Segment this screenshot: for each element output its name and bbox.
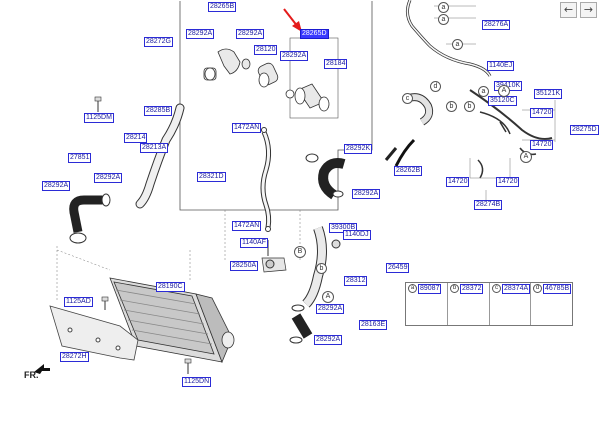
callout-28292A[interactable]: 28292A xyxy=(314,335,343,345)
callout-28321D[interactable]: 28321D xyxy=(197,172,226,182)
callout-28275D[interactable]: 28275D xyxy=(570,125,599,135)
callout-28120[interactable]: 28120 xyxy=(254,45,278,55)
callout-1125DM[interactable]: 1125DM xyxy=(84,113,114,123)
ref-marker-b: b xyxy=(446,101,457,112)
ref-marker-A: A xyxy=(322,291,334,303)
upper-hose-assembly xyxy=(203,48,330,112)
callout-1472AN[interactable]: 1472AN xyxy=(232,123,262,133)
callout-14720[interactable]: 14720 xyxy=(530,140,554,150)
legend-cell-a: a 89087 xyxy=(406,283,448,325)
callout-28250A[interactable]: 28250A xyxy=(230,261,259,271)
ref-marker-B: B xyxy=(294,246,306,258)
callout-28292A[interactable]: 28292A xyxy=(280,51,309,61)
forward-button[interactable]: → xyxy=(580,2,597,18)
group-frame xyxy=(179,1,373,211)
callout-28265B[interactable]: 28265B xyxy=(208,2,237,12)
legend-cell-d: d 46785B xyxy=(531,283,572,325)
ref-marker-d: d xyxy=(430,81,441,92)
legend-key: a xyxy=(408,284,417,293)
legend-cell-b: b 28372 xyxy=(448,283,490,325)
lower-pipe xyxy=(303,226,326,307)
callout-14720[interactable]: 14720 xyxy=(530,108,554,118)
callout-1472AN[interactable]: 1472AN xyxy=(232,221,262,231)
ref-marker-A: A xyxy=(520,151,532,163)
vacuum-line xyxy=(406,0,491,77)
ref-marker-a: a xyxy=(438,14,449,25)
orientation-text: FR. xyxy=(24,370,39,380)
callout-28292A[interactable]: 28292A xyxy=(186,29,215,39)
front-orientation-label: FR. xyxy=(24,370,39,380)
ref-marker-b: b xyxy=(464,101,475,112)
callout-26459[interactable]: 26459 xyxy=(386,263,410,273)
callout-35121K[interactable]: 35121K xyxy=(534,89,563,99)
callout-28274B[interactable]: 28274B xyxy=(474,200,503,210)
callout-28184[interactable]: 28184 xyxy=(324,59,348,69)
callout-1140EJ[interactable]: 1140EJ xyxy=(487,61,515,71)
callout-14720[interactable]: 14720 xyxy=(446,177,470,187)
ref-marker-a: a xyxy=(438,2,449,13)
back-button[interactable]: ← xyxy=(560,2,577,18)
callout-28292A[interactable]: 28292A xyxy=(94,173,123,183)
legend-key: d xyxy=(533,284,542,293)
callout-28272G[interactable]: 28272G xyxy=(144,37,173,47)
legend-part-46785B[interactable]: 46785B xyxy=(543,284,572,294)
callout-1140DJ[interactable]: 1140DJ xyxy=(343,230,371,240)
ref-marker-c: c xyxy=(402,93,413,104)
left-pipe xyxy=(136,104,184,208)
callout-28292A[interactable]: 28292A xyxy=(316,304,345,314)
legend-cell-c: c 28374A xyxy=(490,283,531,325)
callout-1125AD[interactable]: 1125AD xyxy=(64,297,93,307)
callout-1125DN[interactable]: 1125DN xyxy=(182,377,212,387)
callout-28285B[interactable]: 28285B xyxy=(144,106,173,116)
callout-28213A[interactable]: 28213A xyxy=(140,143,169,153)
callout-28265D-highlighted[interactable]: 28265D xyxy=(300,29,329,39)
callout-28292A[interactable]: 28292A xyxy=(42,181,71,191)
callout-28190C[interactable]: 28190C xyxy=(156,282,185,292)
callout-28163E[interactable]: 28163E xyxy=(359,320,388,330)
callout-28262B[interactable]: 28262B xyxy=(394,166,423,176)
ref-marker-A: A xyxy=(498,85,510,97)
legend-part-89087[interactable]: 89087 xyxy=(418,284,442,294)
callout-1140AF[interactable]: 1140AF xyxy=(240,238,268,248)
callout-28312[interactable]: 28312 xyxy=(344,276,368,286)
thin-hose xyxy=(261,131,271,229)
callout-35120C[interactable]: 35120C xyxy=(488,96,517,106)
legend-part-28374A[interactable]: 28374A xyxy=(502,284,531,294)
legend-key: b xyxy=(450,284,459,293)
callout-14720[interactable]: 14720 xyxy=(496,177,520,187)
callout-27851[interactable]: 27851 xyxy=(68,153,92,163)
callout-28292K[interactable]: 28292K xyxy=(344,144,373,154)
callout-28292A[interactable]: 28292A xyxy=(236,29,265,39)
ref-marker-a: a xyxy=(452,39,463,50)
callout-28292A[interactable]: 28292A xyxy=(352,189,381,199)
parts-legend: a 89087 b 28372 c 28374A d 46785B xyxy=(405,282,573,326)
callout-28272H[interactable]: 28272H xyxy=(60,352,89,362)
left-hose xyxy=(69,195,107,217)
ref-marker-a: a xyxy=(478,86,489,97)
legend-key: c xyxy=(492,284,501,293)
callout-28214[interactable]: 28214 xyxy=(124,133,148,143)
callout-28276A[interactable]: 28276A xyxy=(482,20,511,30)
ref-marker-b: b xyxy=(316,263,327,274)
pointer-arrow-head xyxy=(292,21,302,32)
front-arrow-icon xyxy=(34,364,50,374)
legend-part-28372[interactable]: 28372 xyxy=(460,284,484,294)
